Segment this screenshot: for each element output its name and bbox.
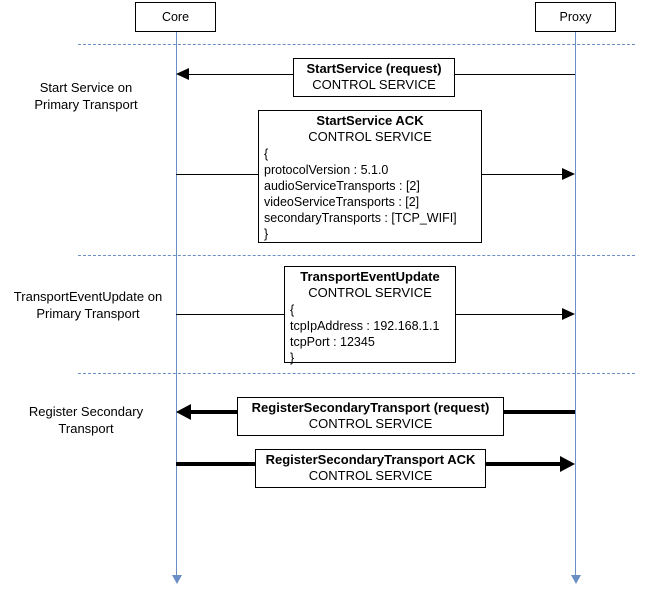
participant-proxy: Proxy <box>535 2 616 32</box>
phase-separator-1 <box>78 44 635 45</box>
message-title-transport-event-update: TransportEventUpdate <box>300 269 440 284</box>
lifeline-core <box>176 32 177 578</box>
message-subtitle-register-secondary-transport-request: CONTROL SERVICE <box>308 416 433 431</box>
message-box-start-service-request: StartService (request) CONTROL SERVICE <box>293 58 455 97</box>
participant-core-label: Core <box>161 9 190 24</box>
message-box-register-secondary-transport-ack: RegisterSecondaryTransport ACK CONTROL S… <box>255 449 486 488</box>
phase-separator-3 <box>78 373 635 374</box>
message-title-start-service-request: StartService (request) <box>306 61 442 76</box>
lifeline-core-arrowhead <box>172 575 182 584</box>
participant-core: Core <box>135 2 216 32</box>
phase-label-start-service: Start Service on Primary Transport <box>34 80 138 112</box>
participant-proxy-label: Proxy <box>559 9 592 24</box>
message-arrowhead-start-service-request <box>176 68 189 80</box>
message-title-register-secondary-transport-request: RegisterSecondaryTransport (request) <box>251 400 490 415</box>
message-title-start-service-ack: StartService ACK <box>316 113 424 128</box>
message-box-start-service-ack: StartService ACK CONTROL SERVICE { proto… <box>258 110 482 243</box>
message-payload-transport-event-update: { tcpIpAddress : 192.168.1.1 tcpPort : 1… <box>290 303 440 365</box>
phase-separator-2 <box>78 255 635 256</box>
message-subtitle-start-service-ack: CONTROL SERVICE <box>308 129 432 144</box>
phase-label-register-secondary-transport: Register Secondary Transport <box>28 404 144 436</box>
message-subtitle-transport-event-update: CONTROL SERVICE <box>308 285 432 300</box>
lifeline-proxy-arrowhead <box>571 575 581 584</box>
message-arrowhead-transport-event-update <box>562 308 575 320</box>
lifeline-proxy <box>575 32 576 578</box>
message-payload-start-service-ack: { protocolVersion : 5.1.0 audioServiceTr… <box>264 147 457 241</box>
message-box-register-secondary-transport-request: RegisterSecondaryTransport (request) CON… <box>237 397 504 436</box>
message-arrowhead-start-service-ack <box>562 168 575 180</box>
message-title-register-secondary-transport-ack: RegisterSecondaryTransport ACK <box>265 452 476 467</box>
message-arrowhead-register-secondary-transport-request <box>176 404 191 420</box>
message-subtitle-register-secondary-transport-ack: CONTROL SERVICE <box>308 468 433 483</box>
message-subtitle-start-service-request: CONTROL SERVICE <box>312 77 436 92</box>
message-arrowhead-register-secondary-transport-ack <box>560 456 575 472</box>
message-box-transport-event-update: TransportEventUpdate CONTROL SERVICE { t… <box>284 266 456 365</box>
phase-label-transport-event-update: TransportEventUpdate on Primary Transpor… <box>13 289 163 321</box>
